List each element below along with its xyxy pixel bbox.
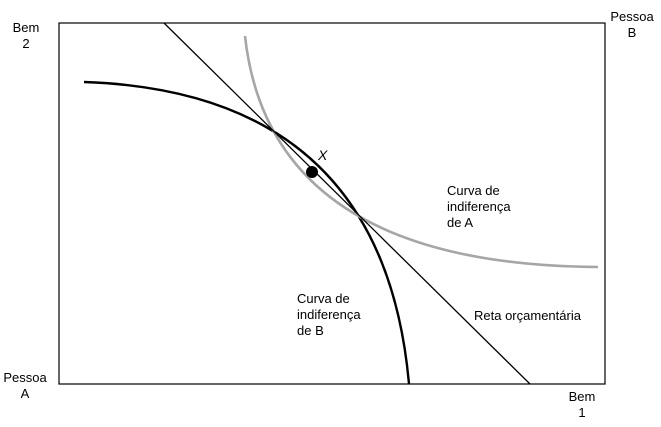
point-x-marker [306,166,318,178]
curve-a-label: Curva de indiferença de A [447,183,511,230]
axis-label-bem1: Bem 1 [568,389,596,420]
axis-label-bem2: Bem 2 [12,20,40,51]
point-x-label: X [318,147,328,163]
budget-line-label: Reta orçamentária [474,308,581,323]
edgeworth-box-frame [58,22,606,385]
curve-b [83,80,411,385]
curve-a [243,35,599,269]
curve-b-label: Curva de indiferença de B [297,291,361,338]
budget-line [163,22,531,385]
origin-label-pessoa-a: Pessoa A [3,370,47,401]
origin-label-pessoa-b: Pessoa B [610,9,654,40]
